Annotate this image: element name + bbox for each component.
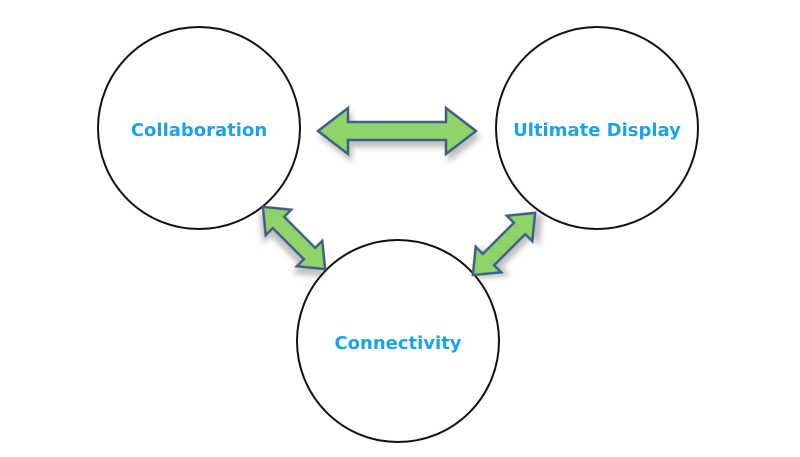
double-arrow-collaboration-ultimate-display bbox=[315, 105, 479, 157]
collaboration-circle bbox=[97, 26, 301, 230]
collaboration-label: Collaboration bbox=[131, 120, 267, 141]
double-arrow-ultimate-display-connectivity bbox=[471, 211, 537, 277]
connectivity-circle bbox=[296, 239, 500, 443]
ultimate-display-circle bbox=[495, 26, 699, 230]
ultimate-display-label: Ultimate Display bbox=[513, 120, 681, 141]
double-arrow-collaboration-connectivity bbox=[261, 205, 327, 271]
connectivity-label: Connectivity bbox=[334, 333, 461, 354]
